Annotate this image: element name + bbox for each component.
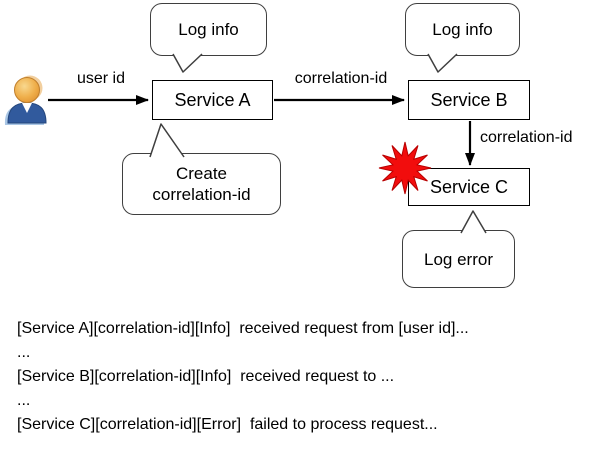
- edge-label-correlation-id-ab: correlation-id: [294, 70, 388, 87]
- log-output: [Service A][correlation-id][Info] receiv…: [17, 317, 602, 437]
- callout-log-error-service-c: Log error: [402, 230, 515, 288]
- log-line-ellipsis-1: ...: [17, 344, 31, 361]
- log-line-service-c: [Service C][correlation-id][Error] faile…: [17, 416, 438, 433]
- callout-create-correlation-id: Create correlation-id: [122, 153, 281, 215]
- callout-log-info-a-label: Log info: [178, 20, 239, 39]
- node-service-a-label: Service A: [174, 89, 251, 110]
- node-service-c-label: Service C: [429, 176, 509, 197]
- log-line-ellipsis-2: ...: [17, 392, 31, 409]
- log-line-service-a: [Service A][correlation-id][Info] receiv…: [17, 320, 469, 337]
- log-line-service-b: [Service B][correlation-id][Info] receiv…: [17, 368, 395, 385]
- callout-log-info-service-a: Log info: [150, 3, 267, 56]
- callout-log-info-b-label: Log info: [432, 20, 493, 39]
- edge-label-user-id: user id: [76, 70, 126, 87]
- person-icon: [4, 75, 47, 125]
- node-service-b-label: Service B: [430, 89, 508, 110]
- edge-label-correlation-id-bc: correlation-id: [480, 129, 573, 146]
- callout-log-error-label: Log error: [424, 249, 493, 269]
- callout-log-info-service-b: Log info: [405, 3, 520, 56]
- node-service-a: Service A: [152, 80, 273, 120]
- node-service-b: Service B: [408, 80, 530, 120]
- node-service-c: Service C: [408, 168, 530, 206]
- callout-create-correlation-id-label: Create correlation-id: [152, 164, 251, 204]
